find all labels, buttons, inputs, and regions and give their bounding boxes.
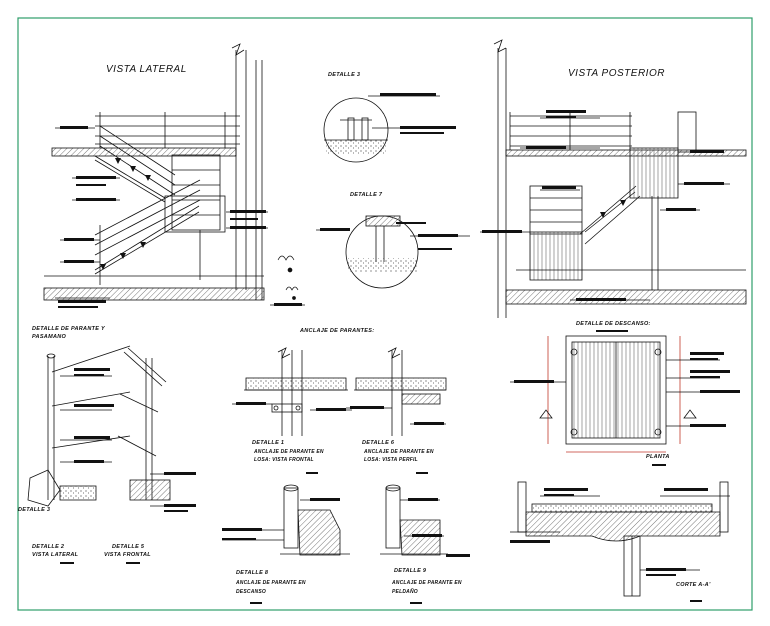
detalle-8-title: DETALLE 8 <box>236 570 269 576</box>
detalle-3-top-title: DETALLE 3 <box>328 72 361 78</box>
parante-pasamano-title-2: PASAMANO <box>32 334 67 340</box>
vista-lateral-title: VISTA LATERAL <box>106 64 187 75</box>
detalle-6-line2: ANCLAJE DE PARANTE EN <box>364 449 434 455</box>
detalle-6-title: DETALLE 6 <box>362 440 395 446</box>
detalle-1-line2: ANCLAJE DE PARANTE EN <box>254 449 324 455</box>
detalle-8-9-drawing <box>222 484 448 556</box>
vista-lateral-leaders <box>58 126 302 308</box>
detalle-8-line3: DESCANSO <box>236 589 266 595</box>
vista-posterior-drawing <box>480 39 747 318</box>
detalle-9-title: DETALLE 9 <box>394 568 427 574</box>
anclaje-parantes-drawing <box>232 347 447 436</box>
corte-aa-title: CORTE A-A' <box>676 582 711 588</box>
detalle-9-line3: PELDAÑO <box>392 589 418 595</box>
detalle-descanso-title: DETALLE DE DESCANSO: <box>576 321 651 327</box>
parante-pasamano-title-1: DETALLE DE PARANTE Y <box>32 326 105 332</box>
detalle-3-side-title: DETALLE 3 <box>18 507 51 513</box>
detalle-7-circle <box>316 215 470 289</box>
detalle-1-line3: LOSA: VISTA FRONTAL <box>254 457 314 463</box>
anclaje-parantes-title: ANCLAJE DE PARANTES: <box>300 328 375 334</box>
detalle-2-subtitle: VISTA LATERAL <box>32 552 79 558</box>
detalle-1-title: DETALLE 1 <box>252 440 285 446</box>
detalle-5-subtitle: VISTA FRONTAL <box>104 552 151 558</box>
detalle-7-title: DETALLE 7 <box>350 192 383 198</box>
vista-posterior-leaders <box>482 110 724 301</box>
detalle-8-line2: ANCLAJE DE PARANTE EN <box>236 580 306 586</box>
vista-lateral-drawing <box>43 43 305 306</box>
detalle-2-title: DETALLE 2 <box>32 544 65 550</box>
detalle-6-line3: LOSA: VISTA PERFIL <box>364 457 418 463</box>
detalle-5-title: DETALLE 5 <box>112 544 145 550</box>
vista-posterior-title: VISTA POSTERIOR <box>568 68 665 79</box>
sheet-frame <box>17 17 753 611</box>
planta-label: PLANTA <box>646 454 670 460</box>
detalle-9-line2: ANCLAJE DE PARANTE EN <box>392 580 462 586</box>
planting-symbols <box>277 255 299 300</box>
detalle-parante-pasamano-drawing <box>27 345 196 507</box>
corte-aa-drawing <box>510 481 730 597</box>
